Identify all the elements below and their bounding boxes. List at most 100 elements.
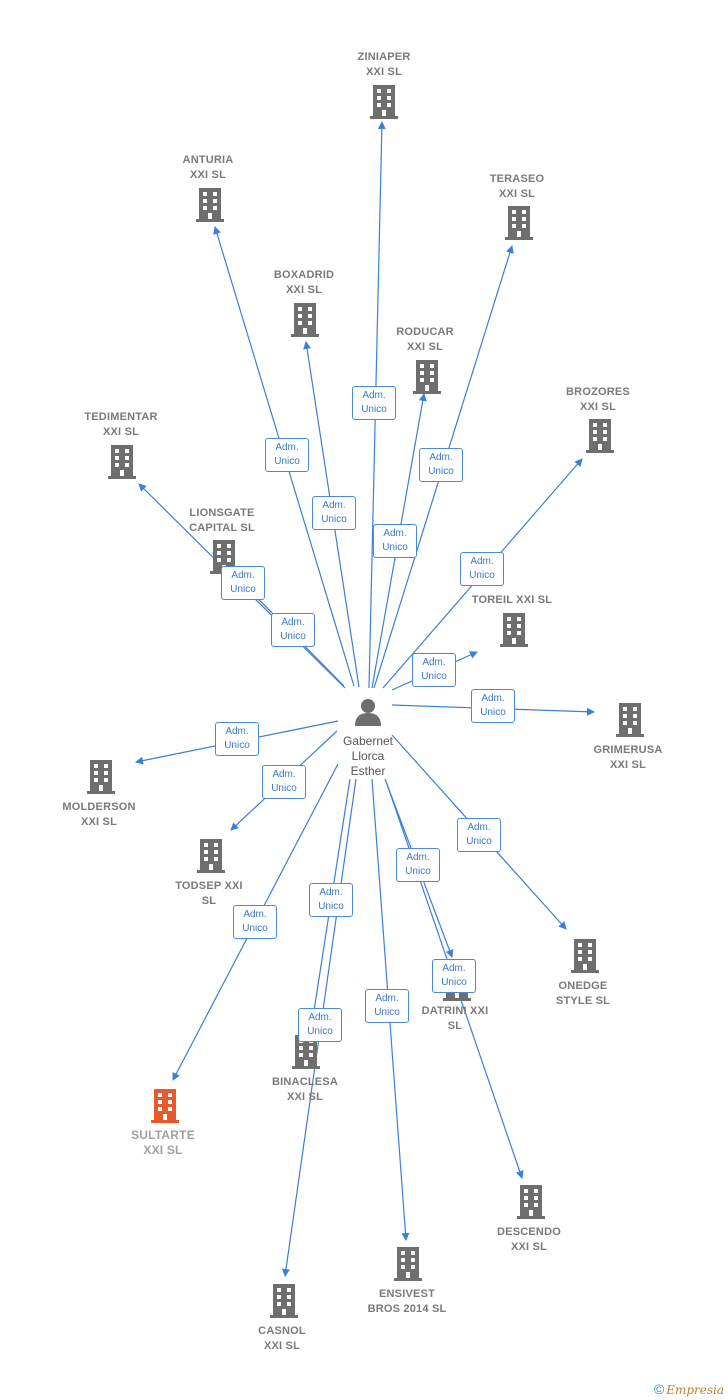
- company-label-line: XXI SL: [510, 1241, 548, 1253]
- person-icon[interactable]: [355, 699, 381, 726]
- company-label-toreil[interactable]: TOREIL XXI SL: [472, 593, 552, 608]
- role-badge-teraseo[interactable]: Adm. Unico: [419, 448, 463, 482]
- company-label-line: SL: [201, 895, 217, 907]
- building-icon-anturia[interactable]: [196, 188, 224, 222]
- role-badge-text: Adm.: [422, 657, 446, 668]
- brand-logo[interactable]: Empresia: [666, 1383, 724, 1397]
- role-badge-text: Unico: [382, 542, 408, 553]
- role-badge-boxadrid[interactable]: Adm.Unico: [312, 496, 356, 530]
- role-badge-descendo[interactable]: Adm.Unico: [432, 959, 476, 993]
- company-label-line: SL: [447, 1020, 463, 1032]
- company-label-line: RODUCAR: [396, 326, 454, 338]
- role-badge-text: Adm.: [281, 617, 305, 628]
- building-icon-molderson[interactable]: [87, 760, 115, 794]
- role-badge-text: Adm.: [429, 452, 453, 463]
- company-label-line: TEDIMENTAR: [84, 411, 158, 423]
- company-label-line: BROS 2014 SL: [367, 1303, 447, 1315]
- building-icon-toreil[interactable]: [500, 613, 528, 647]
- company-label-line: DATRINI XXI: [421, 1005, 489, 1017]
- role-badge-text: Unico: [421, 671, 447, 682]
- role-badge-text: Adm.: [481, 693, 505, 704]
- role-badge-binaclesa[interactable]: Adm. Unico: [309, 883, 353, 917]
- role-badge-text: Unico: [441, 977, 467, 988]
- company-label-line: XXI SL: [80, 816, 118, 828]
- role-badge-todsep[interactable]: Adm.Unico: [262, 765, 306, 799]
- role-badge-text: Unico: [374, 1007, 400, 1018]
- role-badge-text: Unico: [307, 1026, 333, 1037]
- building-icon-descendo[interactable]: [517, 1185, 545, 1219]
- role-badge-text: Adm.: [243, 909, 267, 920]
- building-icon-brozores[interactable]: [586, 419, 614, 453]
- role-badge-tedimentar[interactable]: Adm.Unico: [221, 566, 265, 600]
- role-badge-ensivest[interactable]: Adm.Unico: [365, 989, 409, 1023]
- company-label-line: BINACLESA: [272, 1076, 338, 1088]
- role-badge-text: Unico: [428, 466, 454, 477]
- building-icon-teraseo[interactable]: [505, 206, 533, 240]
- building-icon-casnol[interactable]: [270, 1284, 298, 1318]
- role-badge-ziniaper[interactable]: Adm.Unico: [352, 386, 396, 420]
- company-label-line: BROZORES: [566, 386, 630, 398]
- copyright-symbol: ©: [653, 1381, 665, 1397]
- company-label-line: MOLDERSON: [62, 801, 136, 813]
- building-icon-boxadrid[interactable]: [291, 303, 319, 337]
- company-label-molderson[interactable]: MOLDERSON XXI SL: [62, 800, 135, 830]
- building-icon-todsep[interactable]: [197, 839, 225, 873]
- role-badge-text: Adm.: [467, 822, 491, 833]
- role-badge-molderson[interactable]: Adm.Unico: [215, 722, 259, 756]
- footer: ©Empresia: [654, 1381, 724, 1397]
- role-badge-text: Unico: [480, 707, 506, 718]
- role-badge-lionsgate[interactable]: Adm.Unico: [271, 613, 315, 647]
- company-label-line: STYLE SL: [555, 995, 611, 1007]
- role-badge-text: Unico: [224, 740, 250, 751]
- company-label-datrini[interactable]: DATRINI XXI SL: [422, 1004, 489, 1034]
- role-badge-text: Unico: [230, 584, 256, 595]
- role-badge-grimerusa[interactable]: Adm. Unico: [471, 689, 515, 723]
- building-icon-ensivest[interactable]: [394, 1247, 422, 1281]
- company-label-line: XXI SL: [365, 66, 403, 78]
- role-badge-onedge[interactable]: Adm.Unico: [457, 818, 501, 852]
- building-icon-roducar[interactable]: [413, 360, 441, 394]
- company-label-line: XXI SL: [609, 759, 647, 771]
- role-badge-text: Unico: [318, 901, 344, 912]
- role-badge-text: Unico: [469, 570, 495, 581]
- edges-layer: [135, 121, 595, 1277]
- role-badge-text: Adm.: [362, 390, 386, 401]
- building-icon-onedge[interactable]: [571, 939, 599, 973]
- role-badge-datrini[interactable]: Adm.Unico: [396, 848, 440, 882]
- company-label-onedge[interactable]: ONEDGE STYLE SL: [556, 979, 610, 1009]
- building-icon-grimerusa[interactable]: [616, 703, 644, 737]
- role-badge-brozores[interactable]: Adm.Unico: [460, 552, 504, 586]
- role-badge-toreil[interactable]: Adm. Unico: [412, 653, 456, 687]
- person-name-line: Gabernet: [342, 734, 394, 748]
- company-label-line: ONEDGE: [558, 980, 608, 992]
- role-badge-text: Adm.: [406, 852, 430, 863]
- company-label-line: SULTARTE: [131, 1128, 195, 1142]
- company-label-line: LIONSGATE: [189, 507, 255, 519]
- building-icon-ziniaper[interactable]: [370, 85, 398, 119]
- building-icon-tedimentar[interactable]: [108, 445, 136, 479]
- role-badge-roducar[interactable]: Adm.Unico: [373, 524, 417, 558]
- building-icon-sultarte[interactable]: [151, 1089, 179, 1123]
- company-label-line: XXI SL: [285, 284, 323, 296]
- role-badge-text: Adm.: [319, 887, 343, 898]
- role-badge-casnol[interactable]: Adm.Unico: [298, 1008, 342, 1042]
- role-badge-anturia[interactable]: Adm.Unico: [265, 438, 309, 472]
- company-label-line: XXI SL: [143, 1143, 183, 1157]
- role-badge-sultarte[interactable]: Adm.Unico: [233, 905, 277, 939]
